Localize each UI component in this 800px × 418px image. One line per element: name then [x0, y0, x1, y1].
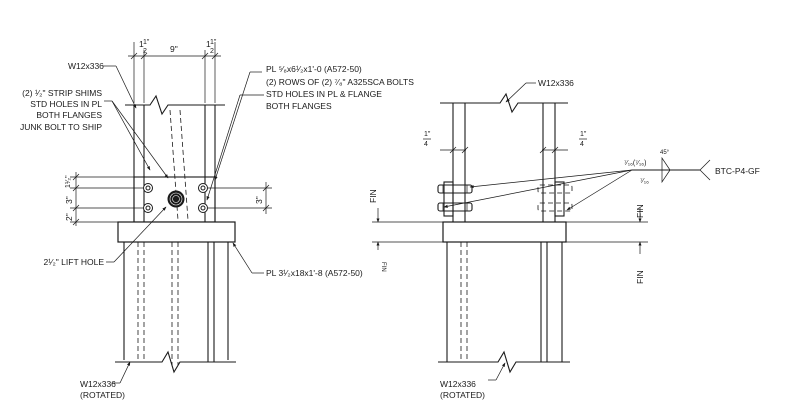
splice-bolts — [143, 183, 208, 213]
weld-size-top: ⁷⁄₁₆(⁷⁄₁₆) — [624, 160, 646, 167]
dim-left-mid: 3" — [64, 196, 74, 204]
dim-left-quarter-den: 4 — [424, 141, 428, 148]
base-plate-label: PL 3¹⁄₂x18x1'-8 (A572-50) — [266, 268, 363, 278]
dim-right-quarter-den: 4 — [580, 141, 584, 148]
left-bottom-label-1: W12x336 — [80, 379, 116, 389]
shims-note-line-3: BOTH FLANGES — [36, 110, 102, 120]
dim-left-quarter: 1" — [424, 131, 431, 138]
fin-left: FIN — [368, 189, 378, 203]
left-dimensions: 1¹⁄₂" 3" 2" — [64, 172, 143, 226]
lower-column-right — [438, 242, 570, 374]
fin-left-small: FIN — [380, 262, 386, 272]
dim-top-left-den: 2 — [143, 48, 147, 55]
right-bottom-label-1: W12x336 — [440, 379, 476, 389]
left-bottom-label-2: (ROTATED) — [80, 390, 125, 400]
fin-right-top: FIN — [635, 204, 645, 218]
dim-top-mid: 9" — [170, 44, 178, 54]
quarter-inch-dims: 1" 4 1" 4 — [423, 131, 587, 154]
right-base-plate — [442, 221, 567, 243]
dim-top-right-whole: 1 — [206, 39, 211, 49]
dim-top-left-whole: 1 — [139, 39, 144, 49]
right-elevation-view: 1" 4 1" 4 45° ⁷⁄₁₆(⁷⁄₁₆) ⁷⁄₁₆ BTC-P4-GF — [368, 78, 760, 400]
top-dimensions: 1 1" 2 9" 1 1" 2 — [128, 39, 221, 103]
lift-hole — [167, 190, 185, 208]
right-bottom-label-2: (ROTATED) — [440, 390, 485, 400]
dim-top-right-den: 2 — [210, 48, 214, 55]
dim-left-bot: 2" — [64, 213, 74, 221]
fin-right-bot: FIN — [635, 270, 645, 284]
shims-note-line-1: (2) ¹⁄₂" STRIP SHIMS — [22, 88, 102, 98]
lift-hole-label: 2¹⁄₂" LIFT HOLE — [44, 257, 105, 267]
dim-top-right-frac: 1" — [210, 39, 217, 46]
bolts-note-line-3: BOTH FLANGES — [266, 101, 332, 111]
dim-left-top: 1¹⁄₂" — [65, 175, 72, 188]
weld-angle: 45° — [660, 150, 670, 156]
dim-right-quarter: 1" — [580, 131, 587, 138]
plate-label: PL ⁵⁄₈x6¹⁄₂x1'-0 (A572-50) — [266, 64, 362, 74]
left-elevation-view: 1 1" 2 9" 1 1" 2 1¹⁄₂" 3" 2" — [20, 39, 414, 400]
shims-note-line-2: STD HOLES IN PL — [30, 99, 102, 109]
shims-note-line-4: JUNK BOLT TO SHIP — [20, 122, 102, 132]
weld-size-bot: ⁷⁄₁₆ — [640, 178, 649, 185]
dim-right: 3" — [254, 196, 264, 204]
bolts-note-line-1: (2) ROWS OF (2) ⁷⁄₈" A325SCA BOLTS — [266, 77, 414, 87]
right-dimension: 3" — [208, 182, 272, 214]
weld-reference: BTC-P4-GF — [715, 166, 760, 176]
right-column-label: W12x336 — [538, 78, 574, 88]
bolts-note-line-2: STD HOLES IN PL & FLANGE — [266, 89, 382, 99]
left-leaders — [103, 65, 264, 384]
finish-marks: FIN FIN FIN FIN — [368, 189, 648, 284]
weld-symbol: 45° ⁷⁄₁₆(⁷⁄₁₆) ⁷⁄₁₆ BTC-P4-GF — [443, 150, 760, 211]
lower-column-rotated — [115, 242, 236, 374]
right-splice-plates — [437, 181, 573, 217]
dim-top-left-frac: 1" — [143, 39, 150, 46]
left-column-label: W12x336 — [68, 61, 104, 71]
